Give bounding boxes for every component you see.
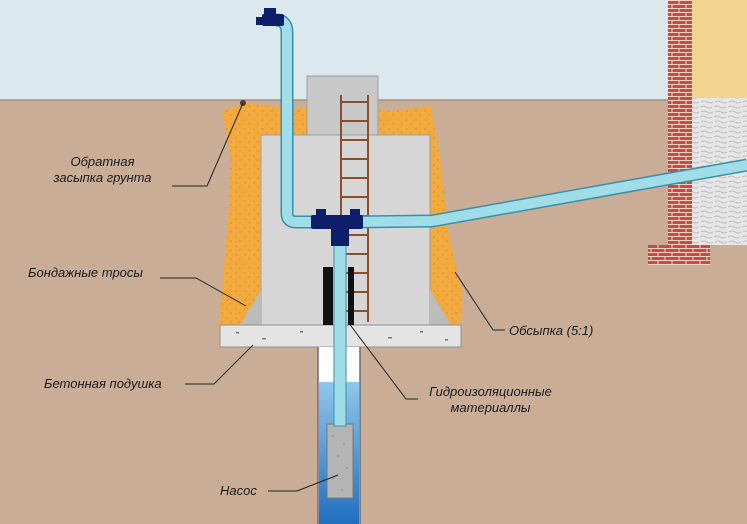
label-backfill-line2: засыпка грунта [53, 170, 152, 185]
outlet-valve [264, 8, 276, 14]
pump-body [326, 423, 354, 499]
label-waterproof-line1: Гидроизоляционные [429, 384, 552, 399]
label-waterproof-line2: материаллы [450, 400, 531, 415]
leader-pump [268, 474, 339, 492]
waterproof-seal-left [323, 267, 333, 325]
outlet-fitting [262, 14, 284, 26]
leader-waterproof [347, 321, 418, 400]
leader-lines [160, 102, 505, 492]
leader-cables [160, 277, 247, 307]
waterproof-seal-right [348, 267, 354, 325]
valve-left [316, 209, 326, 216]
label-waterproof: Гидроизоляционные материаллы [418, 384, 563, 416]
concrete-texture [236, 331, 448, 341]
label-concrete-pad: Бетонная подушка [44, 376, 162, 391]
leader-concrete [185, 344, 254, 385]
valve-right [350, 209, 360, 216]
label-backfill: Обратная засыпка грунта [30, 154, 175, 186]
leader-backfill [172, 102, 244, 187]
pipe-fittings [256, 8, 363, 246]
caisson-flange-left [240, 290, 261, 325]
leader-sprinkle [454, 271, 505, 331]
house-foundation [648, 245, 710, 265]
tee-stem [331, 228, 349, 246]
label-sprinkle: Обсыпка (5:1) [509, 323, 594, 338]
label-cables: Бондажные тросы [28, 265, 143, 280]
label-pump: Насос [220, 483, 257, 498]
label-backfill-line1: Обратная [70, 154, 135, 169]
caisson-flange-right [430, 290, 451, 325]
outlet-spout [256, 17, 264, 25]
caisson-shaft [306, 75, 379, 136]
tee-fitting [311, 215, 363, 229]
pump-texture [332, 435, 348, 491]
